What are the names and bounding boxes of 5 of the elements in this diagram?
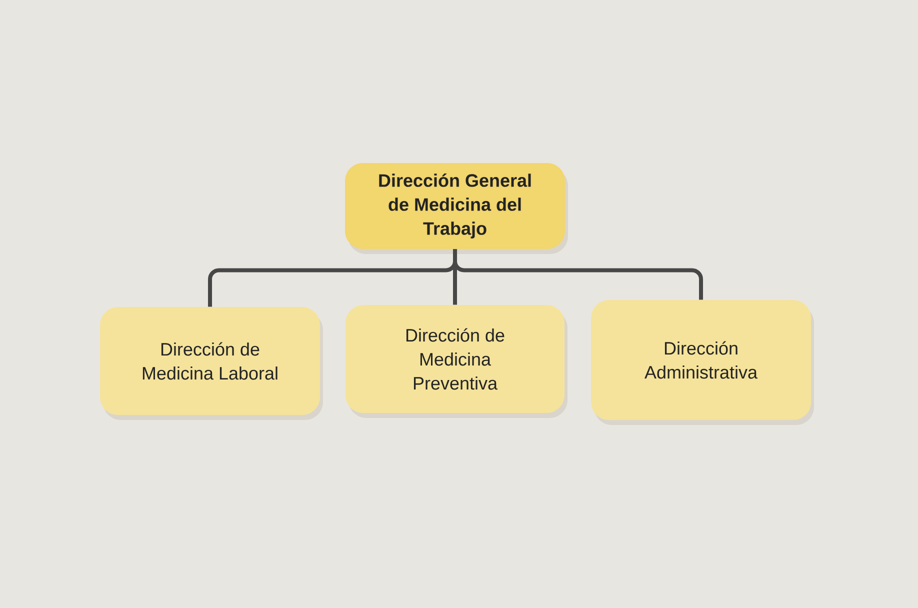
org-box: Dirección de Medicina Laboral	[100, 307, 323, 420]
org-box: Dirección General de Medicina del Trabajo	[345, 163, 568, 254]
connector-line	[453, 249, 703, 300]
org-box: Dirección Administrativa	[591, 300, 814, 425]
org-box: Dirección de Medicina Preventiva	[346, 305, 568, 418]
